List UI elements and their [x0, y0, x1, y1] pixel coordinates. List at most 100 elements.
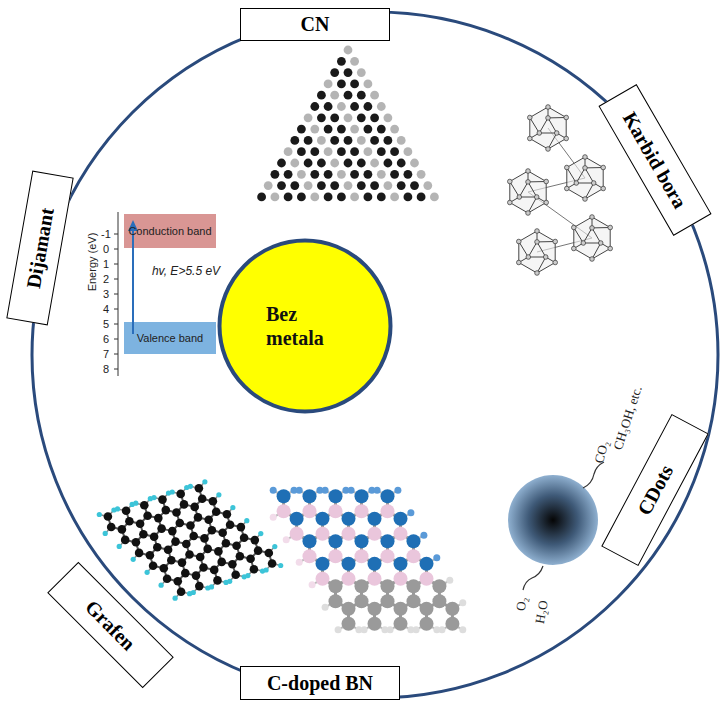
nitrogen-atom: [390, 125, 399, 134]
hydrogen-atom: [97, 512, 102, 517]
carbon-atom: [192, 571, 201, 580]
carbon-atom: [350, 170, 359, 179]
nitrogen-atom: [430, 193, 439, 202]
axis-tick-label: 3: [103, 288, 109, 300]
nitrogen-atom: [330, 91, 339, 100]
carbon-atom: [310, 102, 319, 111]
nitrogen-atom: [370, 159, 379, 168]
nitrogen-atom: [350, 125, 359, 134]
reaction-brace: [523, 566, 543, 590]
carbon-atom: [364, 125, 373, 134]
boron-atom: [290, 527, 304, 541]
boron-atom: [537, 131, 542, 136]
boron-atom: [590, 226, 595, 231]
carbon-atom: [432, 579, 446, 593]
icosahedron-edge: [548, 133, 557, 149]
carbon-atom: [350, 147, 359, 156]
graphene-lattice: [97, 479, 284, 601]
carbon-atom: [194, 513, 203, 522]
carbon-atom: [180, 500, 189, 509]
hydrogen-atom: [115, 506, 120, 511]
carbon-atom: [284, 170, 293, 179]
boron-atom: [581, 241, 586, 246]
hydrogen-atom: [270, 487, 277, 494]
icosahedron-edge: [519, 242, 528, 258]
boron-atom: [526, 211, 531, 216]
carbon-atom: [185, 550, 194, 559]
box-label: Grafen: [80, 595, 139, 654]
carbon-atom: [381, 579, 395, 593]
hydrogen-atom: [244, 518, 249, 523]
carbon-atom: [214, 547, 223, 556]
hydrogen-atom: [202, 479, 207, 484]
icosahedron: [530, 107, 566, 149]
nitrogen-atom: [394, 557, 408, 571]
nitrogen-atom: [290, 159, 299, 168]
hydrogen-atom: [387, 626, 394, 633]
carbon-atom: [342, 602, 356, 616]
carbon-atom: [329, 594, 343, 608]
carbon-atom: [122, 507, 131, 516]
carbon-atom: [377, 147, 386, 156]
carbon-atom: [209, 497, 218, 506]
boron-atom: [394, 527, 408, 541]
nitrogen-atom: [397, 136, 406, 145]
boron-atom: [583, 197, 588, 202]
carbon-atom: [357, 91, 366, 100]
boron-atom: [590, 257, 595, 262]
boron-atom: [420, 572, 434, 586]
carbon-atom: [237, 523, 246, 532]
boron-atom: [565, 165, 570, 170]
label-box: Dijamant: [6, 170, 73, 325]
boron-atom: [381, 549, 395, 563]
carbon-atom: [342, 617, 356, 631]
carbon-atom: [200, 534, 209, 543]
nitrogen-atom: [264, 181, 273, 190]
hydrogen-atom: [361, 626, 368, 633]
boron-atom: [355, 504, 369, 518]
nitrogen-atom: [316, 557, 330, 571]
nitrogen-atom: [381, 534, 395, 548]
valence-band-rect: [124, 322, 216, 354]
carbon-atom: [304, 159, 313, 168]
carbon-atom: [107, 523, 116, 532]
icosahedron-edge: [528, 197, 537, 213]
hydrogen-atom: [173, 596, 178, 601]
hydrogen-atom: [245, 573, 250, 578]
carbon-atom: [324, 102, 333, 111]
carbon-atom: [377, 125, 386, 134]
boron-atom: [381, 504, 395, 518]
hydrogen-atom: [413, 626, 420, 633]
hydrogen-atom: [131, 557, 136, 562]
boron-atom: [553, 260, 558, 265]
nitrogen-atom: [357, 68, 366, 77]
carbon-atom: [310, 170, 319, 179]
nitrogen-atom: [297, 170, 306, 179]
boron-atom: [546, 147, 551, 152]
carbon-atom: [121, 536, 130, 545]
icosahedron: [519, 231, 555, 273]
circle-label: Bez metala: [266, 302, 344, 350]
carbon-atom: [368, 617, 382, 631]
boron-atom: [535, 271, 540, 276]
boron-atom: [329, 549, 343, 563]
carbon-atom: [213, 576, 222, 585]
carbon-atom: [189, 532, 198, 541]
hydrogen-atom: [191, 590, 196, 595]
nitrogen-atom: [377, 170, 386, 179]
nitrogen-atom: [324, 80, 333, 89]
carbon-atom: [240, 533, 249, 542]
carbon-atom: [355, 594, 369, 608]
band-label: Valence band: [137, 332, 203, 344]
carbon-atom: [251, 536, 260, 545]
icosahedron-edge: [592, 243, 601, 259]
axis-tick: [114, 324, 118, 325]
boron-atom: [543, 255, 548, 260]
carbon-atom: [324, 125, 333, 134]
nitrogen-atom: [368, 512, 382, 526]
hydrogen-atom: [407, 509, 414, 516]
carbon-atom: [228, 560, 237, 569]
boron-atom: [342, 527, 356, 541]
carbon-atom: [317, 159, 326, 168]
hydrogen-atom: [151, 495, 156, 500]
